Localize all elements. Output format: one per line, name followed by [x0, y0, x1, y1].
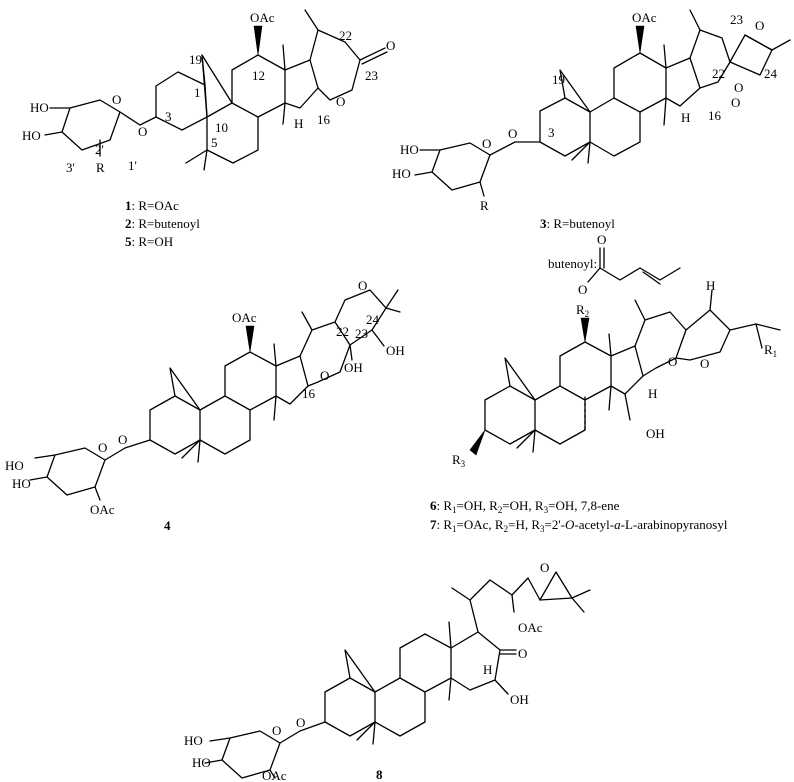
c1-c3-label: 3 [165, 109, 172, 124]
butenoyl-label: butenoyl: [548, 256, 597, 271]
c3-r-label: R [480, 198, 489, 213]
c1-ho1-label: HO [22, 128, 41, 143]
c67-oh-label: OH [646, 426, 665, 441]
caption-compound-3: 3: R=butenoyl [540, 216, 615, 231]
butenoyl-o2-label: O [578, 282, 587, 297]
compound-4-structure: OAc O 22 23 24 OH OH O 16 HO HO O O OAc [5, 278, 405, 517]
c1-r-label: R [96, 160, 105, 175]
c1-c3p-label: 3' [66, 160, 75, 175]
c3-c19-label: 19 [552, 72, 565, 87]
butenoyl-o1-label: O [597, 232, 606, 247]
caption-compound-5: 5: R=OH [125, 234, 173, 249]
c3-oac-label: OAc [632, 10, 657, 25]
c1-link-o-label: O [138, 124, 147, 139]
compound-4-number: 4 [164, 518, 171, 533]
c3-c22-label: 22 [712, 66, 725, 81]
c4-top-o-label: O [358, 278, 367, 293]
c1-c2p-label: 2' [95, 142, 104, 157]
c3-o1-label: O [755, 18, 764, 33]
c1-c19-label: 19 [189, 52, 202, 67]
butenoyl-structure: butenoyl: O O [548, 232, 681, 297]
c3-link-o-label: O [508, 126, 517, 141]
c8-epoxide-o-label: O [540, 560, 549, 575]
c3-c23-label: 23 [730, 12, 743, 27]
c1-c1-label: 1 [194, 85, 201, 100]
compound-67-structure: R2 H O O R1 H OH R3 [452, 278, 781, 469]
c1-sugar-o-label: O [112, 92, 121, 107]
c1-c10-label: 10 [215, 120, 228, 135]
c4-link-o-label: O [118, 432, 127, 447]
c1-c1p-label: 1' [128, 158, 137, 173]
c1-c5-label: 5 [211, 135, 218, 150]
compound-1-structure: OAc 22 23 O O 19 12 1 10 3 5 16 H HO HO … [22, 9, 395, 175]
compound-3-structure: OAc 23 O 22 24 O 19 16 H O 3 HO HO O O R [392, 9, 791, 213]
c3-sugar-o-label: O [482, 136, 491, 151]
c8-keto-o-label: O [518, 646, 527, 661]
c4-oh2-label: OH [344, 360, 363, 375]
c3-c3-label: 3 [548, 125, 555, 140]
c1-ho2-label: HO [30, 100, 49, 115]
c3-ho2-label: HO [400, 142, 419, 157]
c4-c23-label: 23 [355, 326, 368, 341]
c3-o3-label: O [731, 95, 740, 110]
c67-o2-label: O [700, 356, 709, 371]
c1-h-label: H [294, 116, 303, 131]
c1-c16-label: 16 [317, 112, 331, 127]
compound-1-captions: 1: R=OAc 2: R=butenoyl 5: R=OH [125, 198, 200, 249]
c1-ring-o-label: O [336, 94, 345, 109]
c67-r2-label: R2 [576, 302, 589, 319]
compound-67-captions: 6: R1=OH, R2=OH, R3=OH, 7,8-ene 7: R1=OA… [430, 498, 728, 534]
c4-ring-o-label: O [320, 368, 329, 383]
c67-o1-label: O [668, 354, 677, 369]
caption-compound-1: 1: R=OAc [125, 198, 179, 213]
c8-ho2-label: HO [192, 755, 211, 770]
c3-o2-label: O [734, 80, 743, 95]
compound-8-number: 8 [376, 767, 383, 782]
caption-compound-2: 2: R=butenoyl [125, 216, 200, 231]
c1-c12-label: 12 [252, 68, 265, 83]
c1-keto-o-label: O [386, 38, 395, 53]
c1-c23-label: 23 [365, 68, 378, 83]
c3-c16-label: 16 [708, 108, 722, 123]
c4-ho1-label: HO [5, 458, 24, 473]
c3-h-label: H [681, 110, 690, 125]
c8-h-label: H [483, 662, 492, 677]
c8-oac2-label: OAc [262, 768, 287, 782]
c67-r3-label: R3 [452, 452, 466, 469]
c67-h-label: H [648, 386, 657, 401]
caption-compound-7: 7: R1=OAc, R2=H, R3=2'-O-acetyl-a-L-arab… [430, 517, 728, 534]
c4-oac2-label: OAc [90, 502, 115, 517]
c1-oac-label: OAc [250, 10, 275, 25]
c67-r1-label: R1 [764, 342, 777, 359]
caption-compound-6: 6: R1=OH, R2=OH, R3=OH, 7,8-ene [430, 498, 620, 515]
c8-link-o-label: O [296, 715, 305, 730]
compound-8-structure: O OAc O H OH HO HO O O OAc [184, 560, 591, 782]
c3-ho1-label: HO [392, 166, 411, 181]
c3-c24-label: 24 [764, 66, 778, 81]
c67-top-h-label: H [706, 278, 715, 293]
c4-oh1-label: OH [386, 343, 405, 358]
c8-ho1-label: HO [184, 733, 203, 748]
c4-c16-label: 16 [302, 386, 316, 401]
c4-c22-label: 22 [336, 324, 349, 339]
c8-oh-label: OH [510, 692, 529, 707]
c1-c22-label: 22 [339, 28, 352, 43]
c4-c24-label: 24 [366, 312, 380, 327]
c4-ho2-label: HO [12, 476, 31, 491]
c8-sugar-o-label: O [272, 723, 281, 738]
c4-oac-label: OAc [232, 310, 257, 325]
c4-sugar-o-label: O [98, 440, 107, 455]
c8-oac-label: OAc [518, 620, 543, 635]
